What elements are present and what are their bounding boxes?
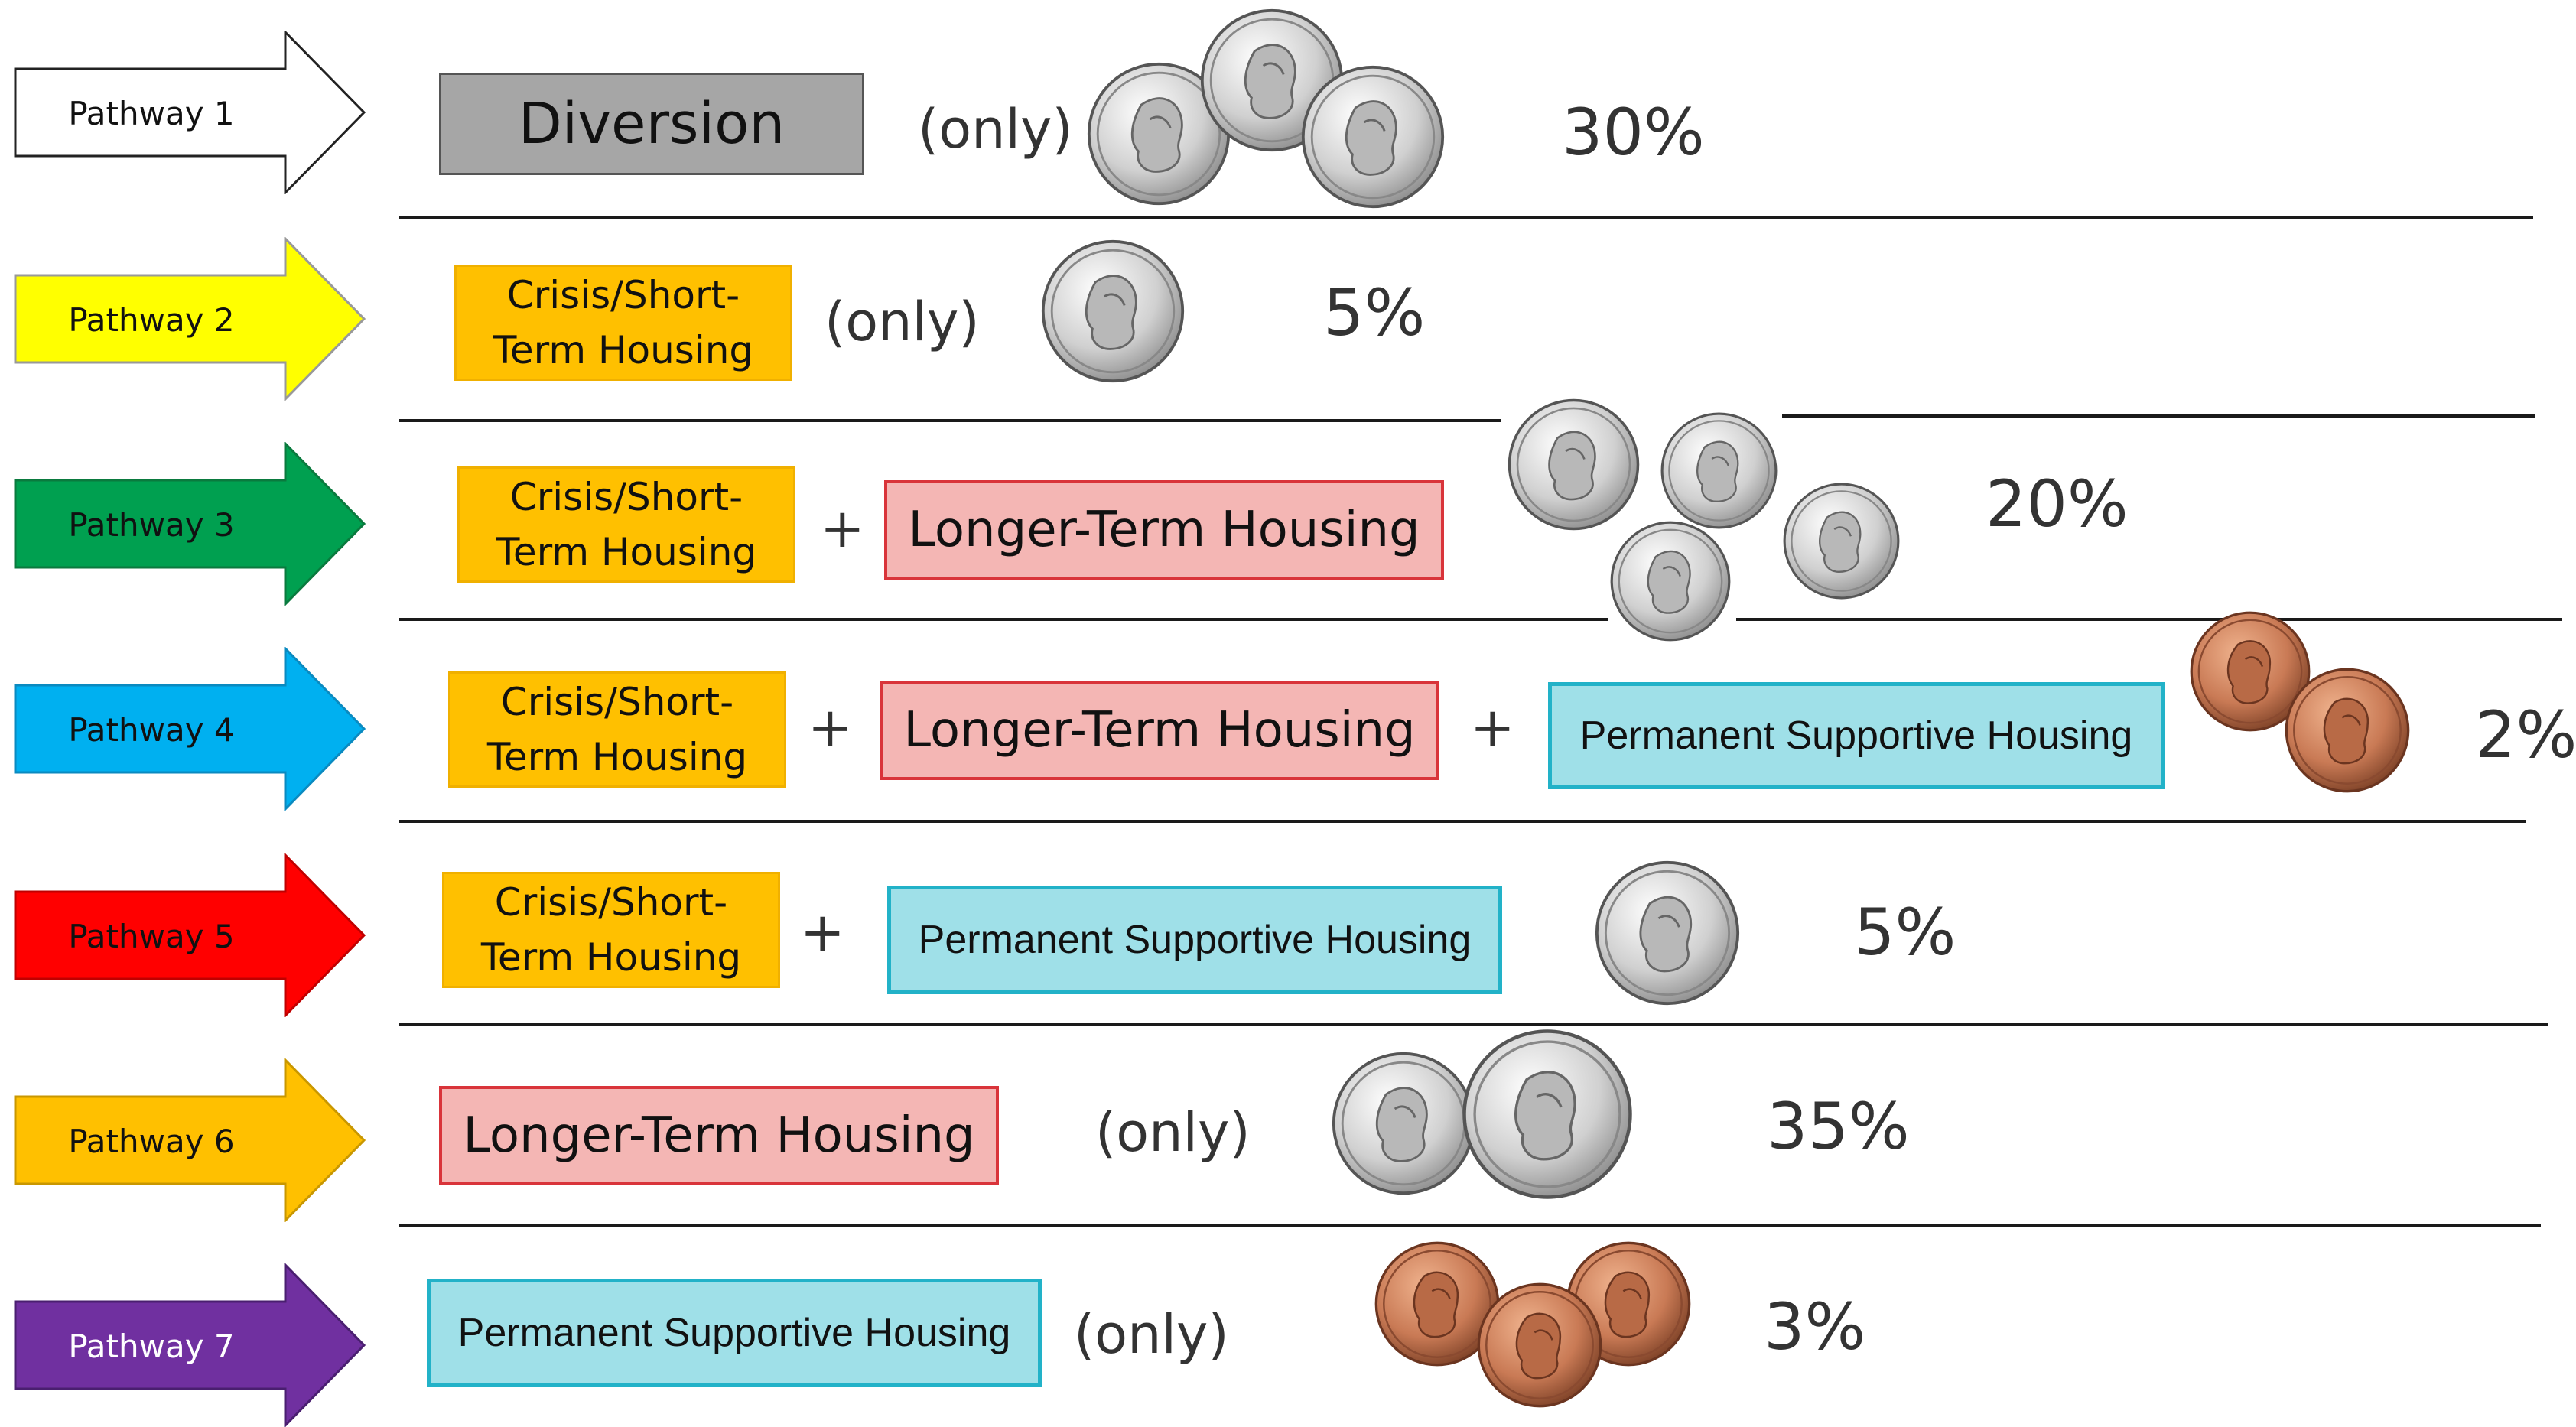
crisis-short-term-housing-box: Crisis/Short- Term Housing — [457, 466, 795, 583]
only-label: (only) — [1095, 1101, 1251, 1164]
plus-sign: + — [1470, 696, 1515, 759]
separator-line — [399, 618, 1608, 621]
pathway-4-arrow — [14, 647, 366, 811]
crisis-short-term-housing-box: Crisis/Short- Term Housing — [442, 872, 780, 988]
separator-line — [399, 1224, 2541, 1227]
pathway-3-percent: 20% — [1986, 466, 2129, 541]
only-label: (only) — [825, 291, 980, 353]
crisis-short-term-housing-box: Crisis/Short- Term Housing — [448, 671, 786, 788]
permanent-supportive-housing-box: Permanent Supportive Housing — [427, 1279, 1042, 1387]
diversion-box: Diversion — [439, 73, 864, 175]
penny-coin-icon — [1477, 1282, 1602, 1408]
separator-line — [399, 820, 2526, 823]
nickel-coin-icon — [1041, 239, 1185, 383]
separator-line — [1782, 414, 2535, 418]
plus-sign: + — [800, 901, 845, 964]
permanent-supportive-housing-box: Permanent Supportive Housing — [887, 886, 1502, 994]
pathway-1-percent: 30% — [1562, 95, 1705, 170]
nickel-coin-icon — [1783, 483, 1900, 600]
pathway-5-label: Pathway 5 — [68, 918, 235, 955]
pathway-1-arrow — [14, 31, 366, 194]
dime-coin-icon — [1332, 1052, 1475, 1195]
only-label: (only) — [918, 98, 1073, 161]
separator-line — [399, 1023, 2548, 1026]
pathway-7-arrow — [14, 1263, 366, 1427]
pathway-5-percent: 5% — [1854, 895, 1956, 970]
pathway-3-arrow — [14, 442, 366, 606]
pathway-5-arrow — [14, 853, 366, 1017]
only-label: (only) — [1074, 1303, 1229, 1366]
plus-sign: + — [808, 696, 853, 759]
pathway-7-percent: 3% — [1764, 1289, 1866, 1364]
penny-coin-icon — [2285, 668, 2410, 793]
pathway-6-percent: 35% — [1767, 1089, 1910, 1164]
longer-term-housing-box: Longer-Term Housing — [884, 480, 1444, 580]
pathway-4-label: Pathway 4 — [68, 711, 235, 749]
pathway-2-percent: 5% — [1323, 275, 1426, 350]
pathway-6-label: Pathway 6 — [68, 1123, 235, 1160]
nickel-coin-icon — [1508, 398, 1640, 531]
separator-line — [399, 419, 1501, 422]
pathway-2-label: Pathway 2 — [68, 301, 235, 339]
nickel-coin-icon — [1660, 412, 1778, 529]
pathway-7-label: Pathway 7 — [68, 1328, 235, 1365]
nickel-coin-icon — [1595, 860, 1740, 1006]
crisis-short-term-housing-box: Crisis/Short- Term Housing — [454, 265, 792, 381]
pathway-6-arrow — [14, 1058, 366, 1222]
pathway-1-label: Pathway 1 — [68, 95, 235, 132]
separator-line — [399, 216, 2533, 219]
pathway-4-percent: 2% — [2475, 697, 2576, 772]
quarter-coin-icon — [1461, 1028, 1634, 1201]
plus-sign: + — [820, 497, 865, 560]
nickel-coin-icon — [1610, 521, 1731, 642]
pathway-2-arrow — [14, 237, 366, 401]
longer-term-housing-box: Longer-Term Housing — [439, 1086, 999, 1185]
longer-term-housing-box: Longer-Term Housing — [880, 681, 1439, 780]
permanent-supportive-housing-box: Permanent Supportive Housing — [1548, 682, 2165, 789]
dime-coin-icon — [1301, 65, 1445, 209]
separator-line — [1736, 618, 2562, 621]
pathway-3-label: Pathway 3 — [68, 506, 235, 544]
